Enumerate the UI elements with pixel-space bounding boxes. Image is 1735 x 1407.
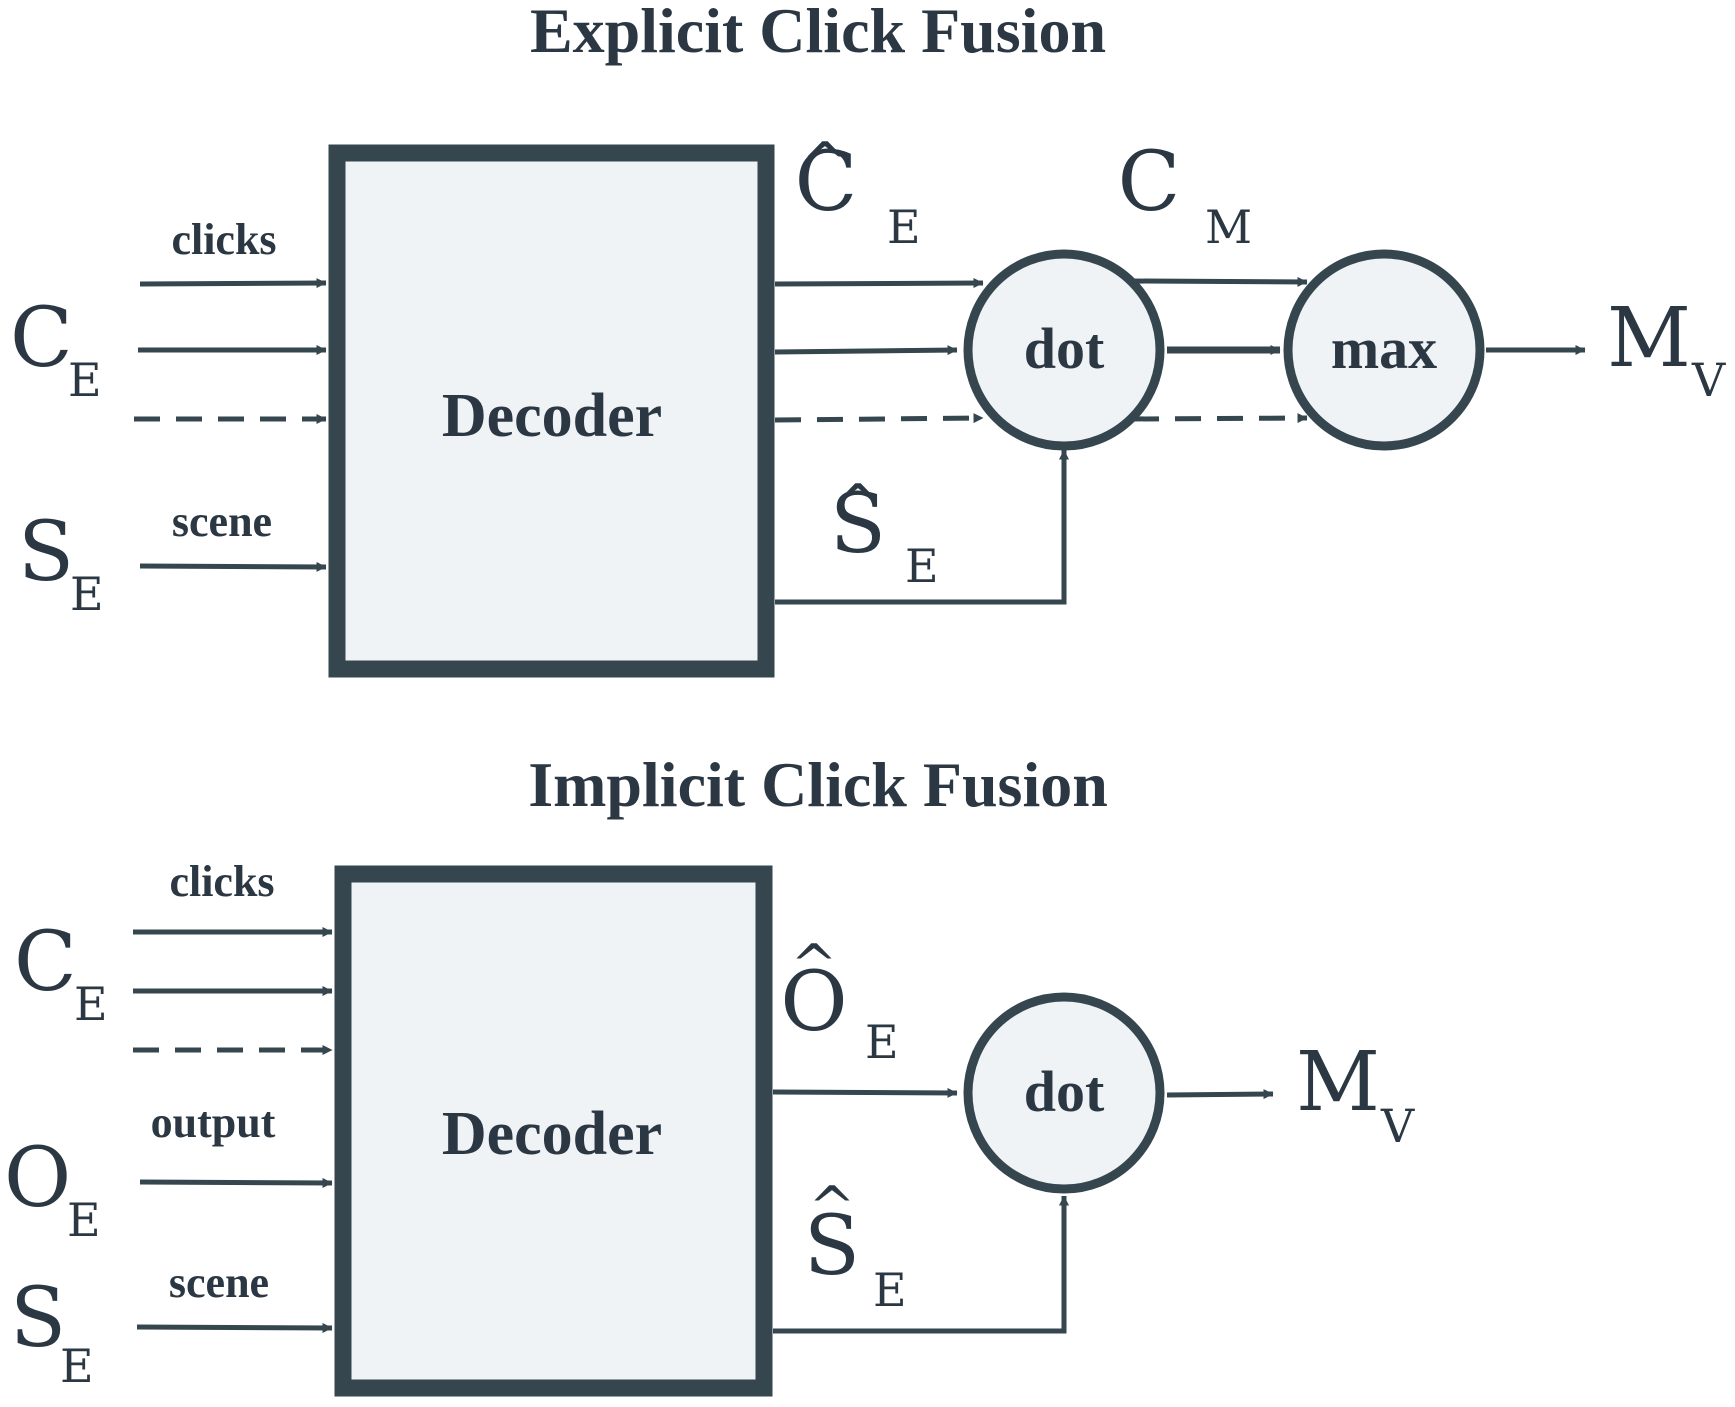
- explicit-clicks-label: clicks: [171, 215, 276, 264]
- explicit-dot-label: dot: [1024, 316, 1105, 381]
- explicit-dot-to-max-dashed: [1132, 413, 1308, 424]
- explicit-c-m-symbol: C M: [1118, 135, 1252, 254]
- explicit-decoder-to-dot-2: [774, 345, 958, 356]
- implicit-scene-arrow: [136, 1322, 333, 1333]
- explicit-scene-to-dot-arrow: [775, 449, 1069, 605]
- implicit-title: Implicit Click Fusion: [528, 749, 1108, 820]
- explicit-decoder-to-dot-dashed: [774, 413, 984, 424]
- explicit-out-c-hat-symbol: ^ C E: [795, 131, 921, 254]
- svg-text:S: S: [804, 1199, 860, 1294]
- svg-text:E: E: [70, 567, 104, 621]
- implicit-dot-label: dot: [1024, 1059, 1105, 1124]
- svg-text:S: S: [830, 477, 886, 572]
- svg-text:C: C: [1118, 135, 1181, 230]
- implicit-input-c-symbol: C E: [14, 915, 108, 1031]
- svg-text:M: M: [1296, 1035, 1380, 1130]
- svg-text:E: E: [67, 1193, 101, 1247]
- implicit-output-arrow: [139, 1177, 333, 1188]
- explicit-dot-node: [963, 249, 1165, 451]
- implicit-out-o-hat-symbol: ^ O E: [780, 933, 898, 1069]
- svg-text:^: ^: [835, 473, 882, 538]
- explicit-title: Explicit Click Fusion: [530, 0, 1106, 66]
- svg-text:O: O: [780, 955, 847, 1050]
- svg-text:^: ^: [802, 131, 849, 196]
- svg-text:V: V: [1380, 1099, 1415, 1153]
- explicit-result-m-v-symbol: M V: [1607, 291, 1726, 407]
- implicit-result-m-v-symbol: M V: [1296, 1035, 1415, 1153]
- svg-text:M: M: [1607, 291, 1691, 386]
- explicit-max-node: [1283, 249, 1485, 451]
- svg-text:E: E: [865, 1015, 899, 1069]
- explicit-max-label: max: [1331, 316, 1437, 381]
- implicit-input-s-symbol: S E: [10, 1271, 94, 1393]
- implicit-input-o-symbol: O E: [4, 1131, 101, 1247]
- explicit-input-c-symbol: C E: [10, 291, 102, 407]
- svg-text:C: C: [14, 915, 77, 1010]
- implicit-scene-label: scene: [169, 1258, 269, 1307]
- explicit-scene-label: scene: [172, 497, 272, 546]
- svg-text:E: E: [873, 1263, 907, 1317]
- svg-text:E: E: [905, 539, 939, 593]
- implicit-section: Implicit Click Fusion Decoder clicks C E…: [4, 749, 1415, 1397]
- svg-text:S: S: [10, 1271, 66, 1366]
- svg-text:O: O: [4, 1131, 71, 1226]
- explicit-decoder-to-dot-1: [774, 278, 984, 289]
- implicit-decoder-label: Decoder: [442, 1100, 662, 1168]
- svg-text:V: V: [1691, 353, 1726, 407]
- implicit-scene-to-dot-arrow: [773, 1195, 1069, 1334]
- svg-text:E: E: [60, 1339, 94, 1393]
- implicit-decoder-to-dot-arrow: [772, 1087, 958, 1098]
- svg-text:E: E: [68, 353, 102, 407]
- explicit-clicks-arrow-1: [139, 278, 327, 289]
- implicit-clicks-label: clicks: [169, 857, 274, 906]
- explicit-section: Explicit Click Fusion Decoder clicks C E…: [10, 0, 1726, 678]
- svg-text:E: E: [887, 200, 921, 254]
- svg-text:M: M: [1205, 200, 1252, 254]
- svg-text:S: S: [18, 505, 74, 600]
- svg-text:^: ^: [791, 933, 838, 998]
- explicit-scene-arrow: [139, 561, 327, 572]
- implicit-output-label: output: [151, 1098, 276, 1147]
- svg-text:E: E: [74, 977, 108, 1031]
- implicit-out-s-hat-symbol: ^ S E: [804, 1175, 907, 1317]
- svg-text:C: C: [795, 135, 858, 230]
- svg-text:C: C: [10, 291, 73, 386]
- explicit-out-s-hat-symbol: ^ S E: [830, 473, 939, 593]
- implicit-dot-to-result-arrow: [1166, 1089, 1274, 1100]
- explicit-input-s-symbol: S E: [18, 505, 104, 621]
- explicit-decoder-block: [328, 144, 775, 678]
- explicit-dot-to-max-1: [1132, 276, 1308, 287]
- implicit-decoder-block: [334, 865, 773, 1397]
- svg-text:^: ^: [809, 1175, 856, 1240]
- explicit-decoder-label: Decoder: [442, 382, 662, 450]
- implicit-dot-node: [963, 992, 1165, 1194]
